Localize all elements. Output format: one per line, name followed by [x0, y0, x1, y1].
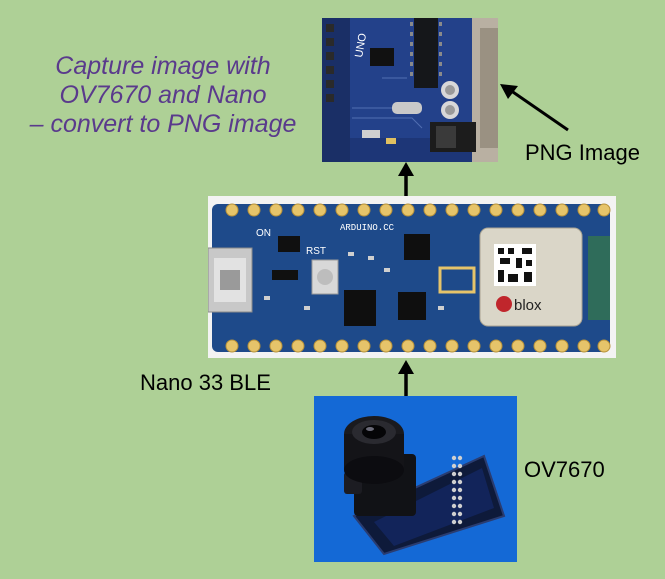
on-text: ON	[256, 228, 271, 239]
caption-line-3: – convert to PNG image	[29, 110, 297, 138]
caption-line-2: OV7670 and Nano	[59, 81, 267, 109]
ov7670-photo	[314, 396, 517, 562]
blox-text: blox	[514, 297, 542, 314]
png-image-pointer-arrow	[500, 84, 569, 132]
png-image-label: PNG Image	[525, 140, 640, 165]
arduino-cc-text: ARDUINO.CC	[340, 223, 395, 233]
arrow-up-top	[398, 162, 414, 196]
caption-line-1: Capture image with	[55, 52, 271, 80]
uno-text: UNO	[353, 32, 369, 59]
ov7670-label: OV7670	[524, 457, 605, 482]
rst-text: RST	[306, 246, 326, 257]
nano-33-ble-label: Nano 33 BLE	[140, 370, 271, 395]
arrow-up-bottom	[398, 360, 414, 396]
caption: Capture image with OV7670 and Nano – con…	[18, 52, 308, 139]
png-image-photo: UNO	[322, 18, 498, 162]
nano-33-ble-photo: blox ON RST ARDUINO.CC	[208, 196, 616, 358]
